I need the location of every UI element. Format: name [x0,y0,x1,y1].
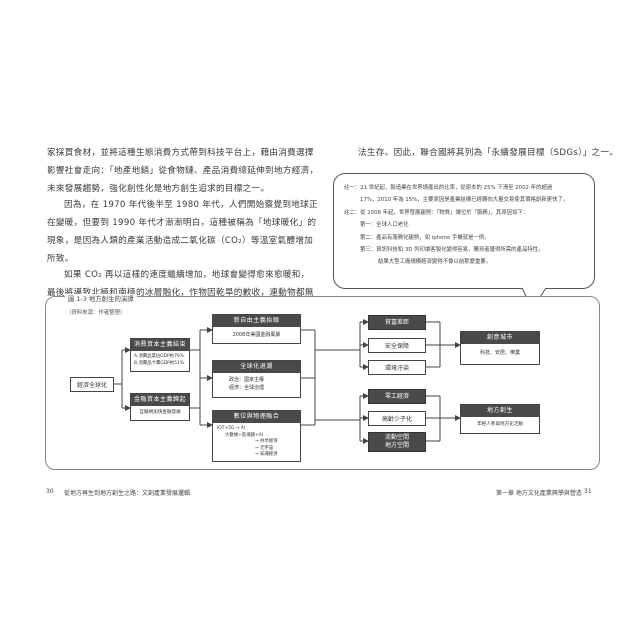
node-globalization-retreat: 全球化退潮 政治：國家主權 經濟：全球治理 [212,360,301,398]
callout-line: 結果大型工廠規模經濟變得不像以前那麼重要。 [378,259,492,266]
figure-source: （資料來源：作者整理） [66,310,126,316]
left-paragraph-3: 如果 CO₂ 再以這樣的速度繼續增加，地球會變得愈來愈暖和， 最後將導致北極和南… [47,270,314,298]
right-top-line: 法生存。因此，聯合國將其列為「永續發展目標（SDGs）」之一。 [358,148,619,158]
node-header: 金融資本主義歸起 [131,394,189,406]
figure-frame [45,296,600,470]
node-header: 全球化退潮 [213,361,300,373]
node-consumer-capitalism: 消費資本主義結束 A.消費品業佔GDP約76% B.消費品卡費GDP約51% [130,338,190,372]
node-regional-revitalization: 地方創生 年輕人參與地方化活動 [460,404,540,434]
node-aging: 高齡少子化 [368,411,426,426]
right-page-number: 31 [584,488,592,495]
node-header: 消費資本主義結束 [131,339,189,351]
node-economic-globalization: 經濟全球化 [70,377,114,392]
node-digital-physical-fusion: 數位與物理融合 IOT+5G → AI 大數據+區塊鏈+AI → 共享經濟 → … [212,410,301,462]
node-security: 安全保障 [368,338,426,353]
node-gig-economy: 零工經濟 [368,389,426,404]
callout-line: 17%，2010 年為 15%，主要原因是產業結構已經轉向大量交易使其價格創新更… [360,197,569,204]
callout-line: 第一：全球人口老化 [360,222,409,229]
callout-line: 第二：產品有服務化趨勢，如 iphone 手機就是一例。 [360,234,490,241]
left-paragraph-1: 家採買食材，並將這種生態消費方式帶到科技平台上，藉由消費選擇 影響社會走向：「地… [47,148,319,194]
callout-line: 註一：21 世紀起，製造業在世界總產出的比率，從原本的 25% 下滑至 2002… [344,185,553,191]
node-header: 新自由主義抬頭 [213,315,300,327]
node-creative-city: 創意城市 科技、安居、樂業 [460,331,540,365]
node-header: 地方創生 [461,405,539,417]
node-wealth-gap: 貧富差距 [368,315,426,330]
left-paragraph-2: 因為，在 1970 年代後半至 1980 年代，人們開始察覺到地球正 在變暖，但… [47,200,318,264]
left-page-number: 30 [46,488,54,495]
node-header: 數位與物理融合 [213,411,300,423]
callout-line: 第三：資訊科技和 3D 列印讓客製化變得容易，購買者獲得所需的產品特性， [360,247,544,254]
left-running-head: 從地方再生到地方創生之路：文創產業發展邏輯 [64,490,191,497]
node-financial-capitalism: 金融資本主義歸起 互聯網加快金融發展 [130,393,190,421]
node-flow-space: 流動空間 地方空間 [368,432,426,452]
node-pollution: 環境汙染 [368,360,426,375]
figure-title: 圖 1-3 地方創生的演譯 [65,294,137,303]
right-running-head: 第一章 地方文化產業興學與營造 [496,490,582,497]
node-header: 創意城市 [461,332,539,344]
node-neoliberalism: 新自由主義抬頭 2008年美國金融風暴 [212,314,301,344]
footnote-callout: 註一：21 世紀起，製造業在世界總產出的比率，從原本的 25% 下滑至 2002… [333,173,595,289]
callout-line: 註二：從 2008 年起，世界發展趨勢：「物質」讓位於「服務」，其原因如下： [344,209,529,216]
